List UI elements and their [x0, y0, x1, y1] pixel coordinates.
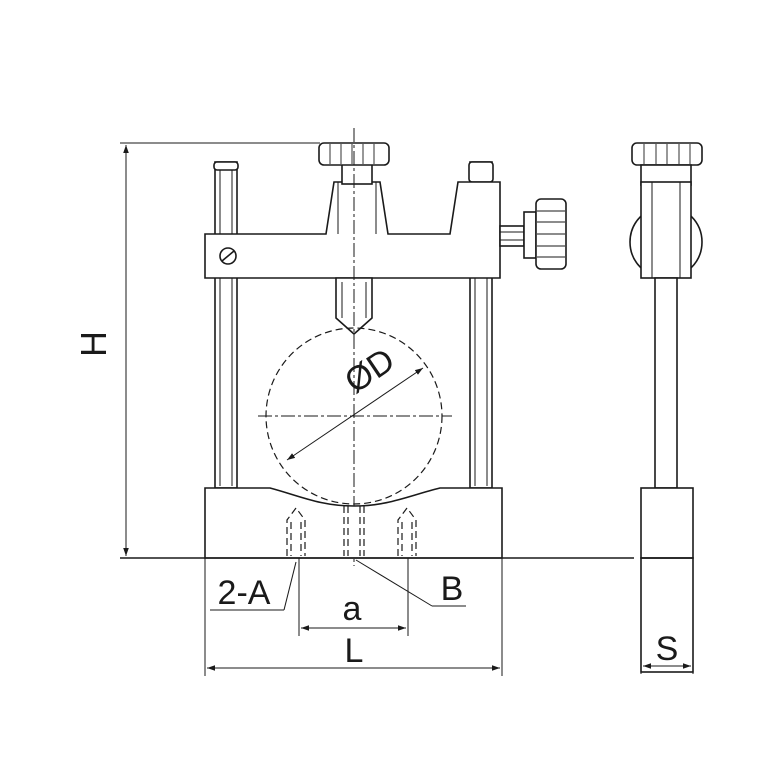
dimension-lines: [120, 142, 694, 676]
front-view: [120, 128, 634, 566]
center-hole-label: B: [441, 570, 464, 608]
holes-label: 2-A: [218, 574, 271, 612]
right-tapped-hole-icon: [397, 507, 417, 556]
hole-spacing-label: a: [343, 590, 362, 628]
side-view: [629, 142, 703, 673]
center-threaded-hole-icon: [343, 506, 365, 556]
diameter-label: ØD: [338, 341, 402, 401]
height-label: H: [73, 331, 114, 357]
thickness-label: S: [656, 630, 679, 668]
workpiece-circle: [258, 128, 452, 566]
slotted-screw-icon: [219, 247, 237, 265]
crossbar: [204, 181, 501, 279]
base-block: [204, 487, 503, 559]
side-knob: [499, 198, 567, 270]
left-tapped-hole-icon: [286, 507, 306, 556]
length-label: L: [345, 632, 364, 670]
